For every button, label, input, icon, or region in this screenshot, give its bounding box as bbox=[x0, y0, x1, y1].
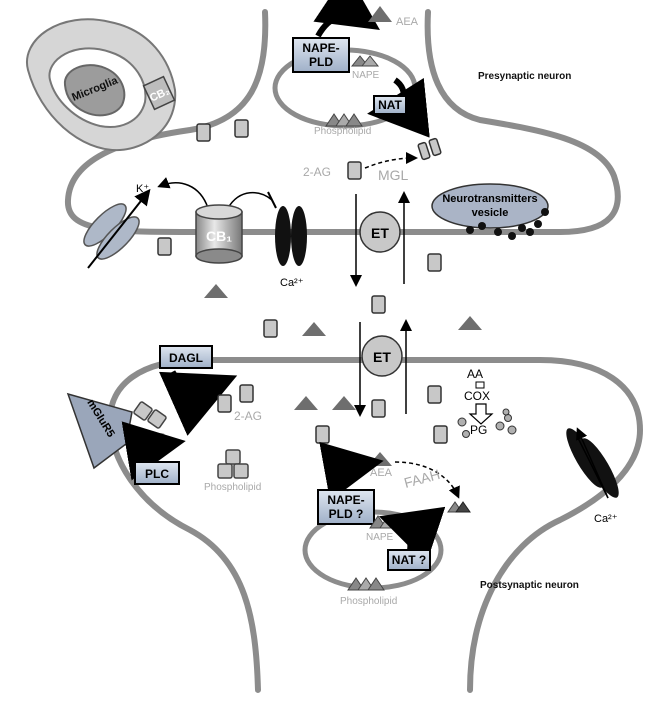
ca-channel-post bbox=[566, 427, 619, 499]
nape-pre-label: NAPE bbox=[352, 70, 380, 81]
cb1-inhibit-ca bbox=[227, 192, 273, 209]
presynaptic-membrane bbox=[64, 9, 621, 235]
dag-label: DAG bbox=[144, 432, 166, 443]
nat-post-box[interactable]: NAT ? bbox=[387, 549, 431, 571]
aa-molecule bbox=[475, 381, 485, 389]
postsynaptic-membrane bbox=[106, 357, 644, 693]
dagl-label: DAGL bbox=[169, 351, 203, 365]
nape-pld-pre-box[interactable]: NAPE- PLD bbox=[292, 37, 350, 73]
two-ag-post-label: 2-AG bbox=[234, 409, 262, 423]
cb1-label: CB₁ bbox=[206, 228, 232, 244]
cb1-receptor: CB₁ bbox=[195, 204, 243, 264]
ca-channel-pre bbox=[275, 206, 307, 266]
nape-pld-pre-line1: NAPE- bbox=[302, 41, 339, 55]
phospholipid-molecule-post bbox=[347, 577, 385, 591]
nat-post-label: NAT ? bbox=[392, 553, 426, 567]
cleft-molecule-2 bbox=[371, 295, 386, 314]
two-ag-post-molecules bbox=[217, 384, 254, 413]
phospholipid-molecule-pre bbox=[325, 113, 363, 127]
aea-pre-label: AEA bbox=[396, 16, 419, 28]
nape-pld-post-line1: NAPE- bbox=[327, 493, 364, 507]
ca-pre-label: Ca²⁺ bbox=[280, 277, 304, 289]
nape-molecule-pre bbox=[350, 55, 380, 67]
presynaptic-label: Presynaptic neuron bbox=[478, 71, 571, 82]
post-molecule-d bbox=[433, 425, 448, 444]
postsynaptic-label: Postsynaptic neuron bbox=[480, 580, 579, 591]
cb1-to-k-arrow bbox=[157, 177, 209, 209]
cb-molecules-upper bbox=[196, 119, 249, 142]
cox-arrow bbox=[468, 403, 494, 425]
post-molecule-c bbox=[315, 425, 330, 444]
plc-box[interactable]: PLC bbox=[134, 461, 180, 485]
cb-molecule-left bbox=[157, 237, 172, 256]
post-triangle-2 bbox=[332, 396, 356, 410]
neurotransmitter-dots bbox=[466, 208, 549, 240]
faah-dashed-arrow bbox=[394, 461, 460, 499]
aea-triangle-pre bbox=[368, 6, 392, 22]
cb2-receptor-microglia: CB₂ bbox=[142, 75, 176, 111]
nt-vesicle-line1: Neurotransmitters bbox=[442, 193, 537, 205]
dag-molecule bbox=[133, 401, 167, 429]
cleft-molecule-3 bbox=[263, 319, 278, 338]
phospholipid-mid-label: Phospholipid bbox=[204, 482, 261, 493]
plc-label: PLC bbox=[145, 467, 169, 481]
cleft-triangle-3 bbox=[458, 316, 482, 330]
et-transporter-post: ET bbox=[354, 319, 412, 417]
mgl-dashed-arrow bbox=[364, 152, 418, 169]
nape-pld-post-box[interactable]: NAPE- PLD ? bbox=[317, 489, 375, 525]
pg-label: PG bbox=[470, 423, 487, 437]
two-ag-pre-label: 2-AG bbox=[303, 165, 331, 179]
inhibit-bar bbox=[267, 191, 277, 209]
k-channel bbox=[83, 188, 151, 269]
dagl-curve-arrow bbox=[159, 370, 238, 436]
phospholipid-molecule-mid bbox=[217, 449, 249, 479]
dagl-box[interactable]: DAGL bbox=[159, 345, 213, 369]
nat-pre-label: NAT bbox=[378, 98, 402, 112]
et-post-label: ET bbox=[373, 349, 391, 365]
post-molecule-a bbox=[371, 399, 386, 418]
nape-pld-pre-line2: PLD bbox=[309, 55, 333, 69]
post-triangle-1 bbox=[294, 396, 318, 410]
aea-triangle-post bbox=[368, 452, 392, 466]
mglur5-receptor: mGluR5 bbox=[66, 392, 133, 470]
two-ag-pre-molecule bbox=[347, 161, 362, 180]
aea-post-label: AEA bbox=[370, 467, 393, 479]
faah-label: FAAH bbox=[402, 466, 441, 491]
post-molecule-b bbox=[427, 385, 442, 404]
cleft-triangle-1 bbox=[204, 284, 228, 298]
neurotransmitter-vesicle: Neurotransmitters vesicle bbox=[431, 183, 549, 229]
aa-label: AA bbox=[467, 367, 483, 381]
cox-label: COX bbox=[464, 389, 490, 403]
microglia: Microglia bbox=[25, 18, 177, 152]
cleft-triangle-2 bbox=[302, 322, 326, 336]
nape-pld-post-line2: PLD ? bbox=[329, 507, 364, 521]
ca-post-label: Ca²⁺ bbox=[594, 513, 618, 525]
mgl-products bbox=[417, 137, 442, 161]
faah-products bbox=[447, 501, 471, 513]
post-arrow-curve-top bbox=[319, 442, 384, 502]
phospholipid-pre-label: Phospholipid bbox=[314, 126, 371, 137]
cleft-molecule-1 bbox=[427, 253, 442, 272]
phospholipid-post-label: Phospholipid bbox=[340, 596, 397, 607]
nape-post-label: NAPE bbox=[366, 532, 394, 543]
nat-pre-box[interactable]: NAT bbox=[373, 95, 407, 115]
pg-dots bbox=[457, 408, 517, 438]
mgl-label: MGL bbox=[378, 167, 409, 183]
k-ion-label: K⁺ bbox=[136, 183, 149, 195]
nt-vesicle-line2: vesicle bbox=[472, 207, 509, 219]
et-pre-label: ET bbox=[371, 225, 389, 241]
et-transporter-pre: ET bbox=[350, 191, 410, 287]
